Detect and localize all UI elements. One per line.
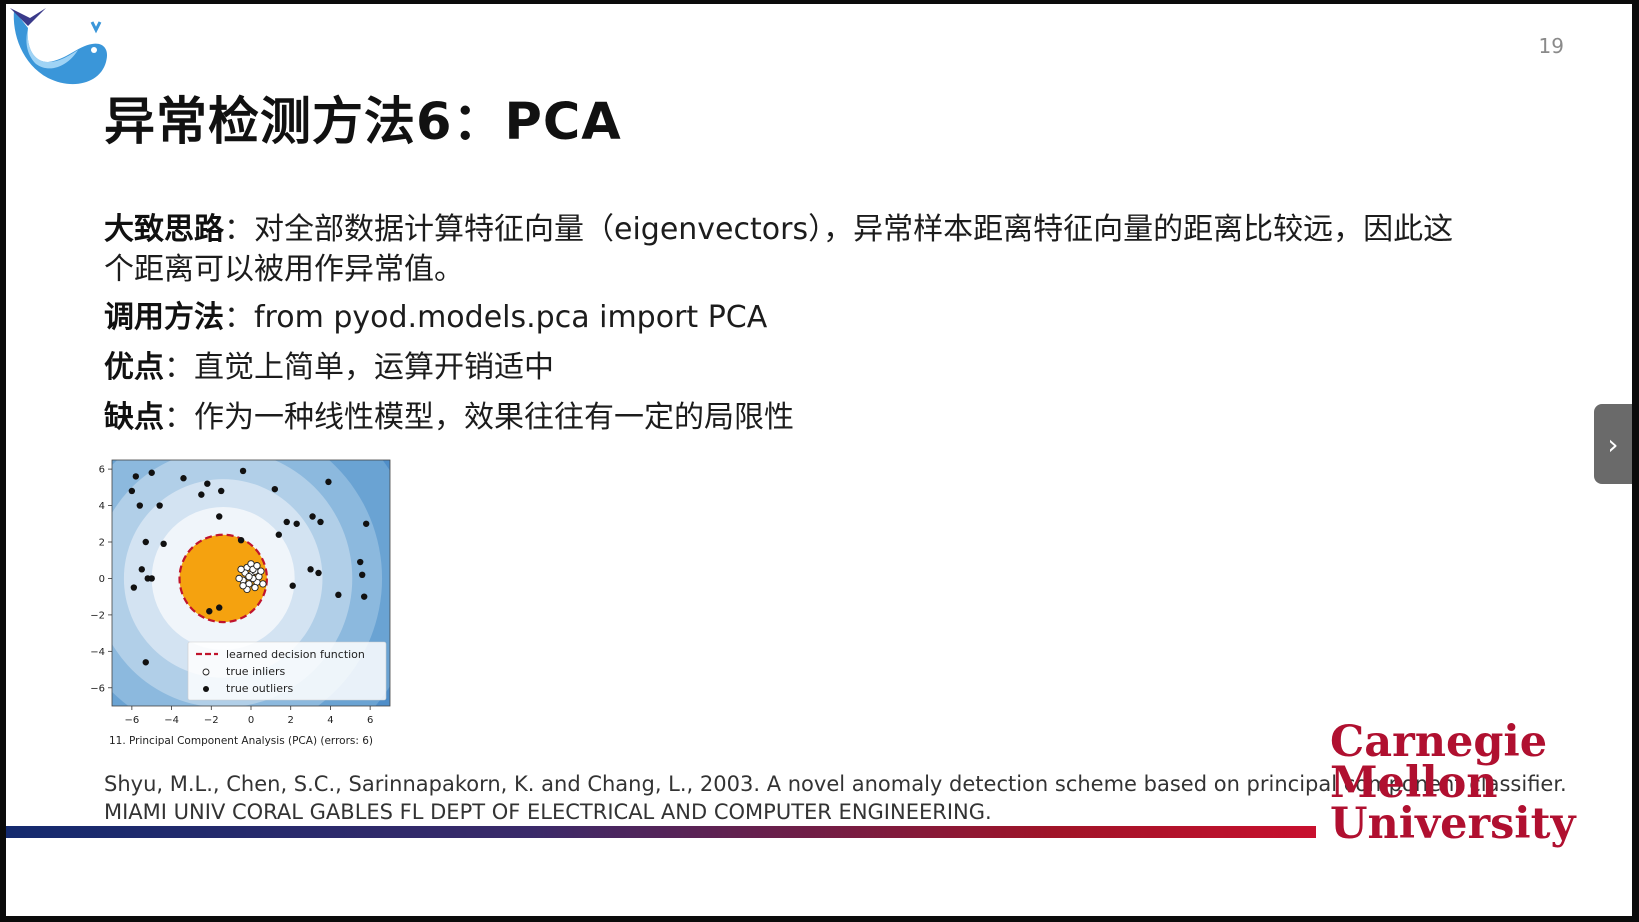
outlier-point [239,467,247,475]
slide: 19 异常检测方法6：PCA 大致思路：对全部数据计算特征向量（eigenvec… [6,4,1632,916]
cons-label: 缺点 [104,400,164,435]
outlier-point [307,566,314,573]
plot-area [112,460,390,706]
legend-entry: true outliers [226,682,293,695]
outlier-point [132,473,140,480]
legend-inlier-marker [202,668,210,676]
chart-caption: 11. Principal Component Analysis (PCA) (… [109,735,373,747]
citation-line1: Shyu, M.L., Chen, S.C., Sarinnapakorn, K… [104,772,1567,796]
y-tick-label: 4 [99,501,105,512]
idea-sep: ： [224,212,254,247]
inlier-region [179,534,267,623]
outlier-point [142,538,149,546]
next-slide-button[interactable]: › [1594,404,1632,484]
bottom-gradient-bar [6,826,1316,838]
outlier-point [206,608,213,615]
x-tick-label: −4 [164,715,179,726]
outlier-point [148,575,155,582]
x-tick-label: 6 [367,715,373,726]
outlier-point [216,604,223,611]
outlier-point [156,502,163,509]
cmu-logo-line3: University [1330,799,1576,849]
x-tick-label: −2 [204,715,219,726]
legend-entry: true inliers [226,665,286,678]
cmu-logo: Carnegie Mellon University [1330,717,1576,849]
cons-sep: ： [164,400,194,435]
outlier-point [317,518,324,526]
x-tick-label: −6 [124,715,139,726]
outlier-point [218,487,225,495]
outlier-point [359,571,366,578]
outlier-point [148,469,155,476]
usage-sep: ： [224,300,254,335]
cons-row: 缺点：作为一种线性模型，效果往往有一定的局限性 [104,392,794,436]
cons-text: 作为一种线性模型，效果往往有一定的局限性 [194,400,794,435]
outlier-point [360,593,368,600]
cmu-logo-line1: Carnegie [1330,717,1548,767]
outlier-point [335,591,342,599]
pros-sep: ： [164,350,194,385]
outlier-point [271,485,279,493]
idea-row: 大致思路：对全部数据计算特征向量（eigenvectors），异常样本距离特征向… [104,204,1453,248]
usage-label: 调用方法 [104,300,224,335]
idea-label: 大致思路 [104,212,224,247]
y-tick-label: 0 [99,574,105,585]
decision-boundary [178,533,268,624]
inlier-point [245,572,253,581]
y-tick-label: −4 [90,647,105,658]
outlier-point [315,569,322,577]
idea-continuation: 个距离可以被用作异常值。 [104,252,464,287]
outlier-point [198,491,205,498]
inlier-point [251,583,259,592]
idea-text: 对全部数据计算特征向量（eigenvectors），异常样本距离特征向量的距离比… [254,212,1454,247]
slide-title: 异常检测方法6：PCA [104,93,622,152]
outlier-point [275,531,282,538]
legend-entry: learned decision function [226,648,365,661]
y-tick-label: 2 [99,538,105,549]
outlier-point [283,518,290,526]
inlier-point [235,574,243,583]
outlier-point [160,540,167,548]
outlier-point [136,502,143,509]
x-tick-label: 4 [327,715,333,726]
inlier-point [259,580,267,588]
outlier-point [293,520,300,527]
pros-row: 优点：直觉上简单，运算开销适中 [104,342,554,386]
legend-outlier-marker [203,686,209,692]
x-tick-label: 2 [288,715,294,726]
outlier-point [309,513,316,520]
outlier-point [289,582,296,589]
legend-box [187,641,387,701]
inlier-point [239,582,247,590]
pros-label: 优点 [104,350,164,385]
pros-text: 直觉上简单，运算开销适中 [194,350,554,385]
usage-row: 调用方法：from pyod.models.pca import PCA [104,292,767,336]
whale-logo-icon [10,8,108,85]
outlier-point [128,487,136,495]
inlier-point [237,565,245,573]
usage-text: from pyod.models.pca import PCA [254,300,768,335]
outlier-point [138,566,145,573]
cmu-logo-line2: Mellon [1330,758,1498,808]
chevron-right-icon: › [1607,427,1619,461]
outlier-point [216,513,223,520]
outlier-point [130,584,138,591]
x-tick-label: 0 [248,715,254,726]
page-number: 19 [1538,34,1564,58]
outlier-point [357,558,364,566]
outlier-point [237,536,245,544]
y-tick-label: −2 [90,610,105,621]
outlier-point [204,480,211,487]
y-tick-label: 6 [99,465,105,476]
outlier-point [362,520,370,527]
y-tick-label: −6 [90,683,105,694]
outlier-point [325,478,332,486]
outlier-point [142,659,149,666]
pca-chart: −6 −4 −2 0 2 4 6 6 4 2 0 −2 −4 −6 learned decision fun… [90,459,391,747]
inlier-point [253,562,261,570]
outlier-point [180,475,187,482]
citation-line2: MIAMI UNIV CORAL GABLES FL DEPT OF ELECT… [104,800,992,824]
inlier-point [257,567,265,575]
